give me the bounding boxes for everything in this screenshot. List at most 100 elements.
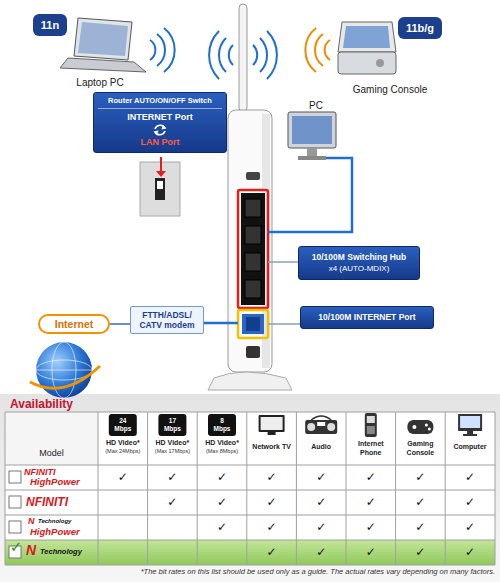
label-slot: ✓ [262, 520, 282, 535]
check-mark: ✓ [262, 520, 282, 535]
label-slot: ✓ [311, 495, 331, 510]
wifi-waves-part [305, 28, 316, 72]
column-header: Network TV [248, 442, 296, 451]
label-slot: ✓ [262, 470, 282, 485]
gamepad-icon [407, 420, 433, 434]
model-logo: HighPower [30, 476, 96, 487]
checkbox-square-part [9, 471, 21, 483]
router-picture-part [246, 317, 260, 331]
audio-icon-part [305, 420, 337, 434]
table-grid-part-part [5, 465, 495, 466]
column-note: (Max 24Mbps) [99, 448, 147, 455]
router-picture-part [241, 193, 265, 305]
label-slot: HighPower [30, 476, 96, 487]
console-picture-part [343, 26, 390, 48]
table-grid-part-part [5, 515, 495, 516]
model-logo: NFINITI [26, 495, 98, 509]
label-slot: HD Video* [198, 438, 246, 447]
label-slot: ✓ [262, 545, 282, 560]
label-slot: ✓ [410, 495, 430, 510]
switch-photo-part [157, 181, 163, 189]
pc-picture-part [298, 156, 326, 160]
label-slot: NFINITI [26, 495, 98, 509]
callout-box: 10/100M INTERNET Port [300, 306, 434, 329]
bitrate-icon [109, 414, 236, 436]
check-mark: ✓ [410, 470, 430, 485]
table-grid [5, 412, 495, 565]
label-slot: ✓ [361, 520, 381, 535]
label-slot: ✓ [460, 495, 480, 510]
bitrate-icon-part [158, 414, 186, 436]
label-slot: ✓ [212, 520, 232, 535]
checkbox-square-part [9, 521, 21, 533]
wifi-waves-part [164, 28, 175, 72]
check-mark: ✓ [361, 495, 381, 510]
leader-line [268, 323, 300, 325]
wifi-waves-part [253, 45, 257, 65]
console-picture-part [338, 22, 396, 52]
model-logo: Technology [38, 518, 94, 525]
wifi-waves [305, 28, 330, 72]
pc-picture-part [288, 112, 336, 148]
column-header: Gaming Console [398, 439, 442, 457]
audio-icon-part [317, 422, 325, 426]
label-slot: N [26, 542, 42, 558]
wifi-waves [150, 28, 277, 79]
console-picture [338, 22, 396, 74]
table-grid-part-part [346, 412, 347, 565]
footnote: *The bit rates on this list should be us… [5, 567, 495, 577]
label-slot: Gaming Console [398, 439, 442, 457]
label-slot: HD Video* [99, 438, 147, 447]
globe-picture-part [36, 370, 92, 371]
wan-cable [204, 322, 238, 325]
audio-icon-part [307, 423, 315, 431]
label-slot: Model [5, 448, 98, 459]
check-mark: ✓ [311, 520, 331, 535]
check-mark: ✓ [460, 470, 480, 485]
box-text: x4 (AUTO-MDIX) [306, 263, 412, 274]
router-picture-part [246, 346, 260, 358]
table-grid-part-part [5, 565, 495, 566]
switch-photo [140, 157, 180, 216]
check-mark: ✓ [113, 470, 133, 485]
computer-icon-part [460, 416, 480, 428]
check-mark: ✓ [361, 545, 381, 560]
lan-cable [268, 158, 352, 232]
router-picture-part [239, 4, 247, 112]
label-slot: HighPower [30, 526, 96, 537]
column-header: HD Video* [198, 438, 246, 447]
router-picture-part [238, 190, 268, 308]
bitrate-icon-text: 17 Mbps [162, 417, 182, 433]
switch-photo-part [156, 171, 166, 177]
label-slot: ✓ [212, 470, 232, 485]
laptop-picture-part [60, 58, 146, 72]
column-header: HD Video* [148, 438, 196, 447]
gamepad-icon-part [428, 428, 431, 431]
label-slot: ✓ [162, 495, 182, 510]
audio-icon-part [311, 416, 331, 420]
label-slot: ✓ [361, 470, 381, 485]
laptop-picture-part [78, 22, 128, 56]
switch-photo-part [155, 178, 165, 200]
wifi-waves-part [325, 40, 330, 60]
label-slot: ✓ [361, 545, 381, 560]
label-slot: Audio [297, 442, 345, 451]
router-picture-part [238, 310, 268, 338]
label-slot: *The bit rates on this list should be us… [5, 567, 495, 577]
modem-box: FTTH/ADSL/ CATV modem [130, 306, 204, 334]
check-mark: ✓ [162, 495, 182, 510]
label-slot: Gaming Console [335, 84, 445, 96]
wifi-waves-part [219, 38, 226, 72]
label-slot: Availability [10, 398, 130, 411]
table-grid-part-part [5, 540, 495, 541]
wifi-waves-part [267, 31, 277, 79]
wifi-waves-part [315, 34, 323, 66]
globe-picture [30, 342, 100, 398]
bitrate-icon-text: 24 Mbps [113, 417, 133, 433]
box-title: 10/100M INTERNET Port [308, 312, 426, 323]
device-label: Gaming Console [335, 84, 445, 96]
globe-picture-part [30, 366, 100, 388]
label-slot: ✓ [410, 545, 430, 560]
router-picture-part [208, 372, 292, 390]
model-logo: Technology [40, 547, 96, 556]
